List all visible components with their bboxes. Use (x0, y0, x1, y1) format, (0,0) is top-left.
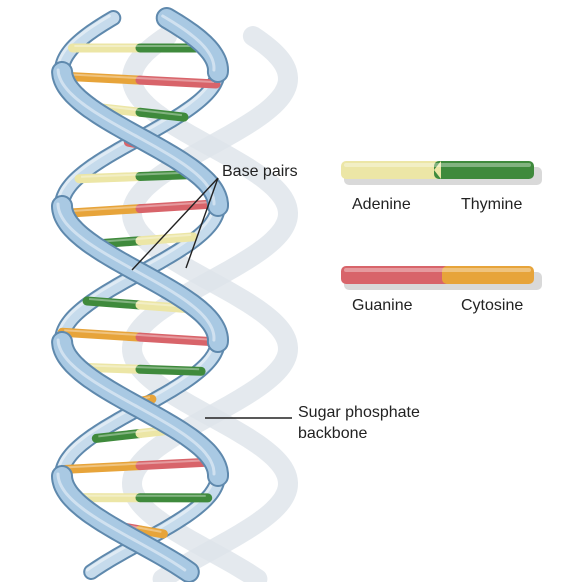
legend-bar-thymine (434, 161, 534, 179)
base-pair-10-thymine (135, 364, 206, 376)
base-pair-8-thymine (82, 296, 145, 310)
legend-bar-highlight (344, 163, 531, 167)
backbone-highlight-0-2 (56, 202, 216, 342)
backbone-label-line1: Sugar phosphate (298, 404, 420, 421)
legend-adenine-thymine: Adenine Thymine (341, 161, 542, 213)
legend-label-adenine: Adenine (352, 196, 411, 213)
base-pair-13-highlight (65, 458, 215, 469)
backbone-highlight-1-4 (85, 472, 216, 572)
helix-shadow-band-0 (121, 26, 299, 582)
legend-label-cytosine: Cytosine (461, 297, 523, 314)
base-pair-1-highlight (65, 73, 215, 84)
base-pair-9-guanine (135, 332, 223, 347)
legend-bar-cytosine (442, 266, 534, 284)
backbone-band-0-0 (157, 9, 228, 81)
backbone-band-1-3 (53, 333, 227, 485)
backbone-highlight-1-1 (56, 68, 216, 206)
legend-label-guanine: Guanine (352, 297, 413, 314)
base-pair-2-highlight (97, 104, 183, 117)
legend-bar-highlight (344, 268, 531, 272)
legend-guanine-cytosine: Guanine Cytosine (341, 266, 542, 314)
base-pair-15-cytosine (135, 525, 168, 539)
backbone-band-0-4 (53, 467, 198, 581)
base-pair-12-thymine (91, 429, 145, 443)
backbone-highlight-0-4 (56, 472, 187, 572)
backbone-highlight-1-3 (56, 338, 216, 476)
backbone-highlight-0-0 (161, 14, 216, 72)
base-pairs-label: Base pairs (222, 163, 298, 180)
backbone-strand-front (51, 7, 230, 582)
base-pair-5-cytosine (57, 204, 145, 219)
base-pair-6-adenine (135, 232, 198, 246)
legend-bar-adenine (341, 161, 441, 179)
base-pairs-leader-1 (131, 177, 219, 271)
backbone-band-1-1 (53, 63, 227, 215)
base-pairs-leader-2 (185, 177, 219, 269)
backbone-label-line2: backbone (298, 425, 367, 442)
base-pair-5-guanine (135, 199, 223, 214)
base-pair-5-highlight (64, 200, 216, 213)
base-pair-8-highlight (89, 298, 191, 308)
base-pair-1-cytosine (59, 71, 145, 85)
base-pair-9-highlight (64, 329, 216, 341)
legend-bar-joint (434, 161, 441, 179)
legend-bar-guanine (341, 266, 451, 284)
base-pair-4-adenine (74, 172, 145, 184)
backbone-band-0-2 (53, 197, 228, 351)
base-pair-9-cytosine (57, 327, 145, 342)
base-pair-2-thymine (135, 107, 189, 122)
backbone-highlight-1-0 (56, 14, 111, 72)
base-pair-13-cytosine (59, 461, 145, 474)
backbone-band-1-4 (85, 470, 224, 578)
base-pair-10-highlight (80, 364, 200, 371)
base-pair-1-guanine (135, 75, 221, 89)
legend-label-thymine: Thymine (461, 196, 522, 213)
